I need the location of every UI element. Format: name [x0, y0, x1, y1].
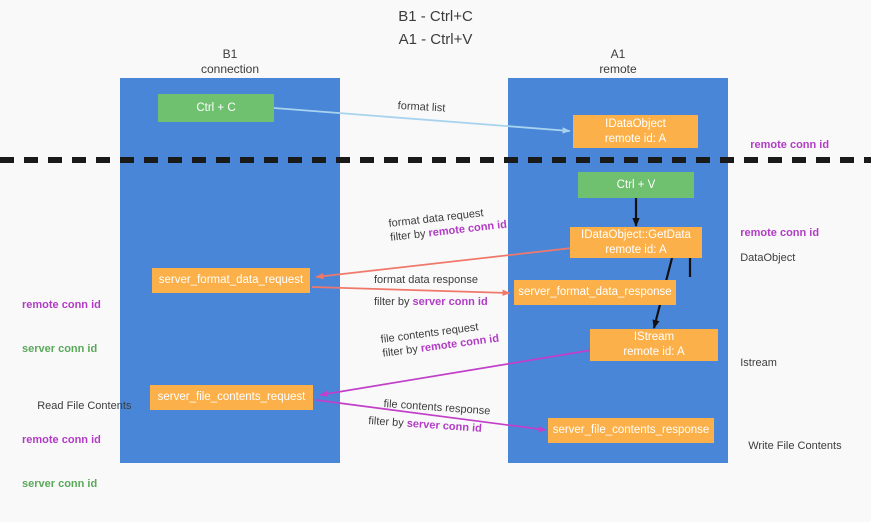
filter-by-prefix: filter by	[374, 296, 413, 308]
edge-label-format-data-request: format data request filter by remote con…	[388, 205, 508, 244]
annotation-right-mid-text: remote conn id	[740, 226, 820, 239]
node-server-file-contents-response-label: server_file_contents_response	[552, 424, 710, 437]
server-conn-id-highlight: server conn id	[406, 417, 483, 435]
edge-label-file-contents-response: file contents response filter by server …	[368, 398, 491, 435]
node-idataobject-sublabel: remote id: A	[604, 132, 667, 145]
edge-label-format-data-response-line2: filter by server conn id	[374, 296, 488, 308]
edge-label-format-list-text: format list	[397, 100, 446, 115]
annotation-right-write-file-contents: Write File Contents	[736, 424, 842, 469]
column-header-a1-name: A1	[610, 47, 626, 61]
node-ctrl-c-label: Ctrl + C	[196, 101, 236, 114]
column-header-b1-subtitle: connection	[200, 62, 260, 76]
annotation-right-mid: remote conn id	[728, 211, 819, 256]
edge-label-file-contents-request: file contents request filter by remote c…	[380, 319, 500, 360]
node-getdata-label: IDataObject::GetData	[581, 228, 691, 241]
annotation-right-istream: Istream	[728, 341, 777, 386]
node-server-format-data-request[interactable]: server_format_data_request	[152, 268, 310, 293]
edge-label-file-contents-response-line1: file contents response	[383, 398, 491, 418]
filter-by-prefix: filter by	[381, 342, 422, 360]
node-server-format-data-response[interactable]: server_format_data_response	[514, 280, 676, 305]
node-istream[interactable]: IStream remote id: A	[590, 329, 718, 361]
node-server-file-contents-response[interactable]: server_file_contents_response	[548, 418, 714, 443]
column-header-a1-subtitle: remote	[599, 62, 637, 76]
filter-by-prefix: filter by	[367, 414, 408, 430]
annotation-left-conn-ids: remote conn id server conn id	[22, 268, 101, 387]
annotation-left-read-server-conn-id: server conn id	[22, 478, 98, 491]
annotation-left-read-conn-ids: remote conn id server conn id	[22, 403, 101, 522]
server-conn-id-highlight: server conn id	[412, 296, 488, 308]
column-header-b1-name: B1	[222, 47, 238, 61]
title-line-1: B1 - Ctrl+C	[398, 8, 473, 25]
annotation-left-read-remote-conn-id: remote conn id	[22, 433, 101, 446]
edge-label-format-data-response: format data response filter by server co…	[374, 274, 488, 308]
node-ctrl-v-label: Ctrl + V	[616, 178, 656, 191]
filter-by-prefix: filter by	[389, 227, 430, 244]
node-server-file-contents-request[interactable]: server_file_contents_request	[150, 385, 313, 410]
title-line-2: A1 - Ctrl+V	[398, 30, 473, 48]
node-istream-sublabel: remote id: A	[623, 346, 685, 358]
node-getdata[interactable]: IDataObject::GetData remote id: A	[570, 227, 702, 258]
edge-label-file-contents-response-line2: filter by server conn id	[368, 415, 490, 435]
node-getdata-sublabel: remote id: A	[605, 243, 667, 256]
column-header-b1: B1 connection	[120, 47, 340, 77]
column-header-a1: A1 remote	[508, 47, 728, 77]
node-server-format-data-response-label: server_format_data_response	[518, 286, 672, 299]
page-title: B1 - Ctrl+C A1 - Ctrl+V	[0, 6, 871, 51]
annotation-right-dataobject: DataObject	[728, 236, 795, 281]
annotation-left-read-file-contents-text: Read File Contents	[37, 399, 132, 412]
node-ctrl-c[interactable]: Ctrl + C	[158, 94, 274, 122]
annotation-right-top: remote conn id	[738, 123, 829, 168]
annotation-left-read-file-contents: Read File Contents	[25, 384, 131, 429]
annotation-right-dataobject-text: DataObject	[740, 251, 796, 264]
diagram-canvas: B1 - Ctrl+C A1 - Ctrl+V B1 connection A1…	[0, 6, 871, 490]
annotation-right-write-file-contents-text: Write File Contents	[748, 439, 842, 452]
node-server-format-data-request-label: server_format_data_request	[158, 274, 304, 287]
annotation-left-server-conn-id: server conn id	[22, 343, 98, 356]
node-idataobject-label: IDataObject	[605, 117, 666, 130]
annotation-right-istream-text: Istream	[740, 356, 777, 369]
annotation-left-remote-conn-id: remote conn id	[22, 298, 101, 311]
edge-label-format-list: format list	[397, 100, 445, 114]
node-ctrl-v[interactable]: Ctrl + V	[578, 172, 694, 198]
node-server-file-contents-request-label: server_file_contents_request	[157, 391, 306, 404]
edge-label-format-data-response-line1: format data response	[374, 274, 478, 286]
node-istream-label: IStream	[633, 331, 675, 344]
node-idataobject[interactable]: IDataObject remote id: A	[573, 115, 698, 148]
annotation-right-top-text: remote conn id	[750, 138, 830, 151]
